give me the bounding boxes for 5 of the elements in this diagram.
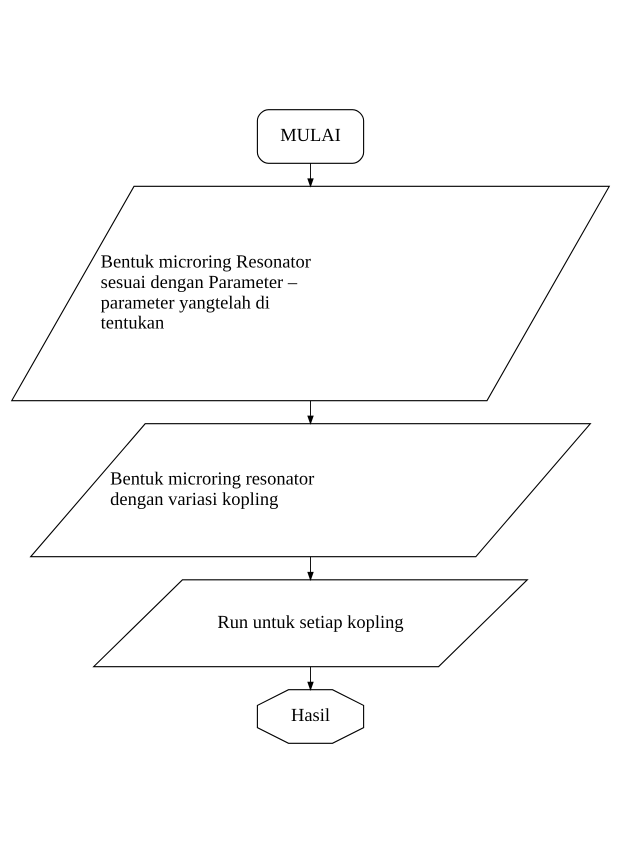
arrow bbox=[307, 400, 314, 424]
arrow bbox=[307, 556, 314, 581]
node-box: MULAI bbox=[256, 108, 364, 164]
arrow bbox=[307, 162, 314, 188]
arrow bbox=[307, 666, 314, 691]
